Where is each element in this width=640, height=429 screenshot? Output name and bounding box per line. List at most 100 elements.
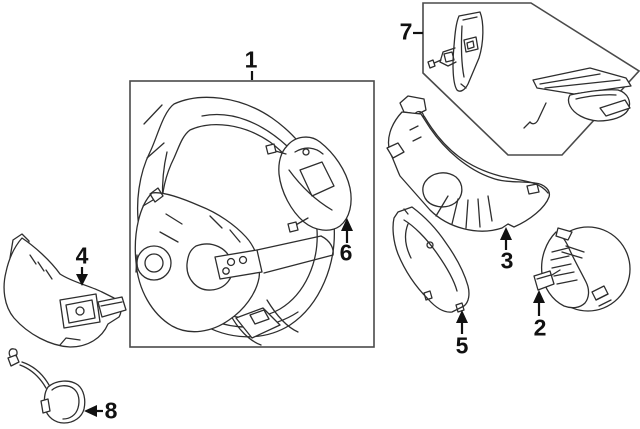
hub-boss-inner bbox=[144, 253, 164, 273]
part5-notch bbox=[403, 208, 409, 215]
part2-detail-line bbox=[561, 251, 583, 259]
part3-left-flap bbox=[386, 142, 405, 159]
callout-1-label: 1 bbox=[244, 46, 258, 73]
part5-switch-drawing bbox=[392, 206, 470, 313]
paddle-right-body-line bbox=[575, 94, 617, 100]
part1-box-rect bbox=[129, 80, 375, 348]
callout-4-arrowhead bbox=[76, 274, 88, 286]
hub-opening bbox=[186, 243, 234, 291]
part6-bolt-head bbox=[287, 221, 299, 233]
callout-arrows bbox=[76, 218, 545, 417]
part6-detail-line bbox=[294, 147, 324, 155]
part7-enclosure-box bbox=[413, 2, 640, 156]
part3-rib bbox=[465, 199, 469, 229]
part6-inner-panel bbox=[299, 161, 335, 197]
part2-slat bbox=[556, 279, 578, 285]
part8-tether-hook bbox=[8, 348, 18, 357]
callout-7-label: 7 bbox=[399, 18, 413, 45]
callout-8-label: 8 bbox=[104, 397, 118, 424]
callout-5-label: 5 bbox=[455, 332, 469, 359]
callout-4-label: 4 bbox=[75, 242, 89, 269]
part4-hatch bbox=[45, 269, 53, 280]
part8-cover-drawing bbox=[7, 348, 86, 424]
callout-8-arrowhead bbox=[84, 405, 97, 417]
plate-hole bbox=[222, 267, 230, 275]
paddle-right-foot bbox=[523, 121, 531, 129]
paddle-right-leg bbox=[529, 102, 547, 125]
part2-slat bbox=[551, 263, 572, 269]
part4-outline bbox=[3, 237, 122, 348]
part8-tether bbox=[19, 364, 47, 389]
part5-tab bbox=[423, 290, 433, 301]
paddle-left-line bbox=[462, 16, 478, 21]
part3-ridge-line bbox=[423, 115, 549, 194]
part2-connector-line bbox=[536, 274, 552, 280]
paddle-right-line bbox=[544, 79, 621, 89]
part2-top-tab bbox=[555, 227, 573, 241]
part3-rib bbox=[487, 195, 493, 222]
paddle-right-line bbox=[539, 73, 601, 85]
part6-detail-line bbox=[288, 169, 333, 211]
plate-hole bbox=[226, 257, 236, 267]
part6-switch-drawing bbox=[265, 136, 352, 233]
part3-notch bbox=[409, 125, 419, 131]
callout-5-arrowhead bbox=[456, 310, 468, 323]
steering-wheel-drawing bbox=[134, 96, 335, 346]
part3-trim-drawing bbox=[386, 95, 551, 232]
part6-outline bbox=[278, 136, 352, 231]
part5-outline bbox=[392, 206, 470, 313]
hub-rib-line bbox=[209, 215, 223, 229]
part1-enclosure-box bbox=[129, 71, 375, 348]
paddle-left-tip-line bbox=[460, 83, 467, 89]
paddle-right-lower-blade bbox=[599, 99, 631, 117]
part6-bolt-head bbox=[265, 143, 277, 155]
part7-paddles-drawing bbox=[427, 11, 632, 129]
rim-seam-line bbox=[143, 104, 163, 125]
callout-2-label: 2 bbox=[533, 314, 547, 341]
plate-hole bbox=[238, 255, 248, 265]
callout-3-arrowhead bbox=[500, 227, 512, 240]
part4-hatch bbox=[37, 261, 45, 272]
part8-inner-line bbox=[51, 385, 80, 420]
hub-boss-outer bbox=[136, 245, 172, 281]
paddle-left-bracket-detail bbox=[443, 51, 455, 63]
part4-recess-inner bbox=[65, 299, 96, 324]
paddle-left-panel bbox=[463, 36, 479, 53]
part4-hole bbox=[75, 306, 85, 316]
wheel-outer-rim bbox=[136, 96, 335, 338]
hub-boss-edge bbox=[135, 254, 138, 273]
spoke-line bbox=[263, 254, 334, 274]
paddle-right-blade bbox=[532, 67, 632, 95]
part4-bottom-notch bbox=[59, 337, 81, 346]
rim-highlight-line bbox=[201, 113, 288, 147]
part2-slat bbox=[553, 271, 575, 277]
paddle-left-panel-inner bbox=[466, 40, 475, 50]
switch-plate bbox=[214, 249, 263, 280]
part2-module-drawing bbox=[533, 226, 631, 312]
part2-slat bbox=[550, 255, 570, 261]
spoke-line bbox=[256, 235, 322, 251]
part5-inner-line bbox=[404, 223, 412, 259]
paddle-left-stem-head bbox=[427, 59, 436, 69]
hub-rib-line bbox=[159, 231, 179, 243]
part5-screw-hole bbox=[426, 241, 434, 249]
callout-3-label: 3 bbox=[500, 247, 514, 274]
callout-2-arrowhead bbox=[533, 290, 545, 303]
paddle-left-line bbox=[460, 25, 465, 78]
part3-notch bbox=[412, 136, 422, 142]
part3-bracket-tab bbox=[399, 95, 427, 115]
part2-slat bbox=[551, 247, 569, 253]
bottom-spoke-detail bbox=[249, 309, 270, 325]
part8-tether bbox=[21, 361, 50, 386]
part2-vent-line bbox=[595, 293, 609, 301]
callout-6-arrowhead bbox=[341, 218, 353, 231]
part8-tether-clip bbox=[7, 354, 20, 367]
part3-rib bbox=[477, 198, 481, 228]
hub-rib-line bbox=[165, 213, 183, 225]
part2-connector-arm bbox=[551, 269, 561, 276]
part2-vent-line bbox=[598, 299, 612, 307]
part2-detail-line bbox=[565, 245, 585, 253]
hub-tab bbox=[149, 187, 164, 203]
